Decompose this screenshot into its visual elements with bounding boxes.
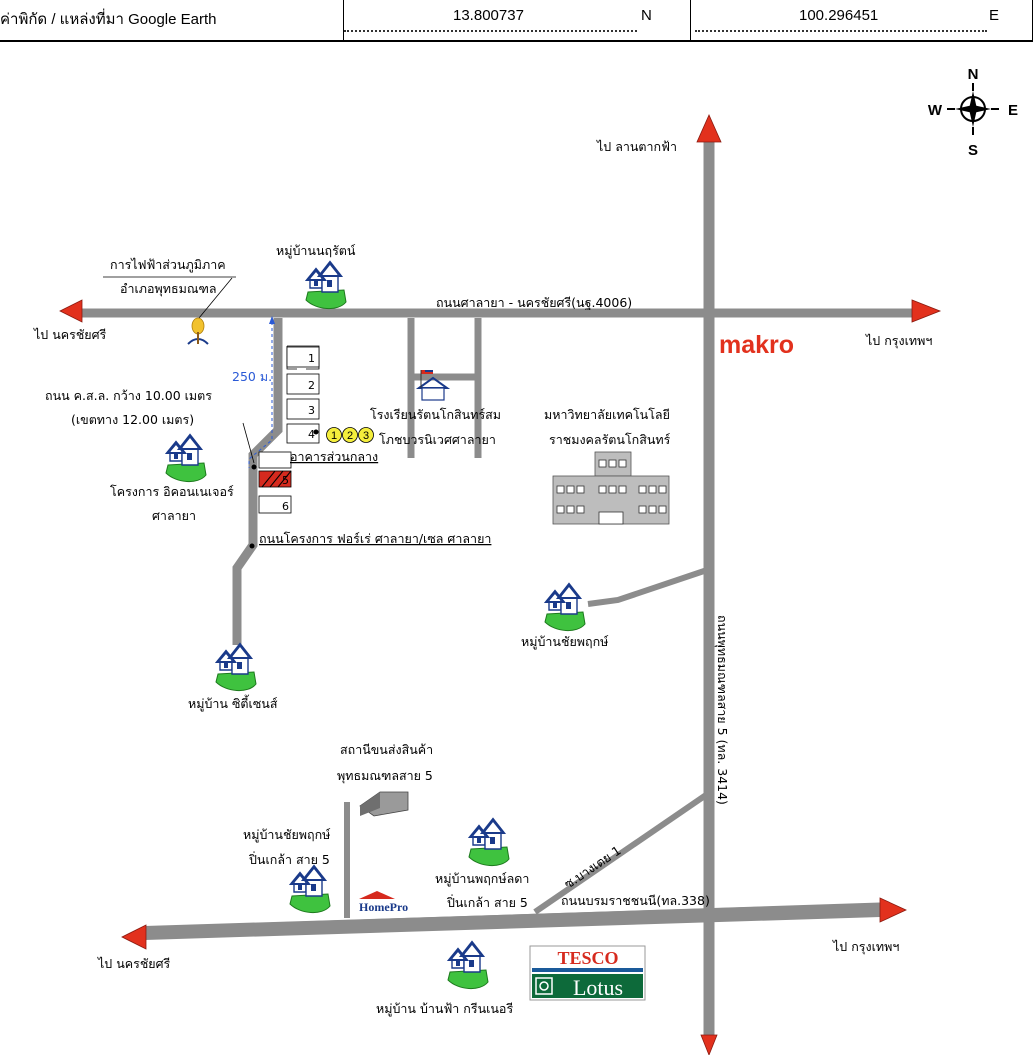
phrueklada-label-2: ปิ่นเกล้า สาย 5 bbox=[447, 894, 528, 910]
station-label-2: พุทธมณฑลสาย 5 bbox=[337, 768, 433, 784]
homepro-text: HomePro bbox=[359, 900, 408, 914]
school-label-2: โภชบวรนิเวศศาลายา bbox=[379, 432, 496, 447]
makro-logo: makro bbox=[719, 331, 794, 359]
road-label-ksl-2: (เขตทาง 12.00 เมตร) bbox=[71, 412, 194, 427]
house-icon bbox=[468, 818, 510, 867]
compass-west: W bbox=[928, 102, 943, 119]
pea-emblem-icon bbox=[187, 317, 209, 345]
school-label-1: โรงเรียนรัตนโกสินทร์สม bbox=[370, 407, 501, 422]
house-icon bbox=[305, 261, 347, 310]
latitude-cell: 13.800737 N bbox=[344, 0, 690, 40]
compass-rose-icon: N S W E bbox=[928, 66, 1018, 159]
direction-top-left: ไป นครชัยศรี bbox=[33, 327, 107, 342]
arrow-right-top-icon bbox=[911, 299, 942, 323]
central-building-label: อาคารส่วนกลาง bbox=[290, 449, 378, 464]
house-icon bbox=[165, 434, 207, 483]
marker-number: 1 bbox=[331, 430, 337, 442]
road-label-bottom: ถนนบรมราชชนนี(ทล.338) bbox=[561, 893, 710, 908]
banfa-green-label: หมู่บ้าน บ้านฟ้า กรีนเนอรี bbox=[376, 1001, 513, 1017]
house-icon bbox=[544, 583, 586, 632]
plot-hatch bbox=[261, 470, 292, 488]
arrow-right-bottom-icon bbox=[879, 897, 907, 923]
plot-number: 3 bbox=[308, 404, 315, 417]
leader-line bbox=[242, 422, 255, 464]
direction-arrows bbox=[59, 114, 942, 1055]
warehouse-icon bbox=[359, 791, 409, 817]
marker-number: 2 bbox=[347, 430, 353, 442]
house-icon bbox=[289, 865, 331, 914]
coordinate-header: ค่าพิกัด / แหล่งที่มา Google Earth 13.80… bbox=[0, 0, 1033, 42]
road-label-vertical: ถนนพุทธมณฑลสาย 5 (ทล. 3414) bbox=[714, 615, 730, 805]
distance-label: 250 ม. bbox=[232, 369, 272, 384]
road-network bbox=[75, 140, 915, 1040]
university-building-icon bbox=[552, 451, 670, 525]
coordinate-label: ค่าพิกัด / แหล่งที่มา Google Earth bbox=[0, 11, 217, 28]
homepro-logo: HomePro bbox=[359, 891, 408, 914]
compass-south: S bbox=[968, 142, 978, 159]
school-icon bbox=[415, 370, 451, 401]
latitude-direction: N bbox=[641, 7, 652, 24]
compass-east: E bbox=[1008, 102, 1018, 119]
station-label-1: สถานีขนส่งสินค้า bbox=[340, 742, 433, 757]
longitude-direction: E bbox=[989, 7, 1000, 24]
location-dot bbox=[313, 429, 319, 435]
chaiyaphruek-pk-label-1: หมู่บ้านชัยพฤกษ์ bbox=[243, 827, 331, 843]
phrueklada-label-1: หมู่บ้านพฤกษ์ลดา bbox=[435, 871, 529, 887]
arrow-up-icon bbox=[696, 114, 722, 143]
direction-bottom-left: ไป นครชัยศรี bbox=[97, 956, 171, 971]
university-label-1: มหาวิทยาลัยเทคโนโลยี bbox=[544, 407, 670, 422]
compass-north: N bbox=[968, 66, 979, 83]
icon-condo-label-1: โครงการ อิคอนเนเจอร์ bbox=[110, 484, 234, 499]
road-borommaratchachonnani bbox=[144, 903, 881, 940]
header-divider bbox=[343, 0, 344, 40]
direction-bottom-right: ไป กรุงเทพฯ bbox=[832, 939, 899, 955]
marker-number: 3 bbox=[363, 430, 369, 442]
tesco-text: TESCO bbox=[557, 948, 618, 968]
marker-group: 1 2 3 bbox=[326, 427, 374, 443]
leader-line bbox=[198, 277, 233, 319]
location-dot bbox=[251, 464, 257, 470]
tesco-lotus-logo: TESCO Lotus bbox=[529, 945, 646, 1001]
arrow-left-top-icon bbox=[59, 299, 83, 323]
location-dot bbox=[249, 543, 255, 549]
longitude-value: 100.296451 bbox=[799, 7, 879, 24]
arrow-left-bottom-icon bbox=[121, 924, 147, 950]
pea-label-1: การไฟฟ้าส่วนภูมิภาค bbox=[110, 257, 226, 273]
direction-top-right: ไป กรุงเทพฯ bbox=[865, 333, 932, 349]
village-citizen-label: หมู่บ้าน ซิตี้เซนส์ bbox=[188, 694, 278, 712]
pea-label-2: อำเภอพุทธมณฑล bbox=[120, 281, 217, 297]
plot-number: 4 bbox=[308, 428, 315, 441]
coordinate-label-cell: ค่าพิกัด / แหล่งที่มา Google Earth bbox=[0, 0, 343, 40]
distance-arrow-icon bbox=[269, 316, 275, 324]
latitude-dotline bbox=[344, 30, 637, 32]
icon-condo-label-2: ศาลายา bbox=[152, 508, 196, 523]
arrow-down-icon bbox=[700, 1034, 718, 1055]
road-label-ksl-1: ถนน ค.ส.ล. กว้าง 10.00 เมตร bbox=[45, 388, 212, 403]
house-icon bbox=[447, 941, 489, 990]
header-divider bbox=[690, 0, 691, 40]
direction-top: ไป ลานตากฟ้า bbox=[596, 139, 677, 154]
university-label-2: ราชมงคลรัตนโกสินทร์ bbox=[549, 432, 671, 447]
plot-number: 6 bbox=[282, 500, 289, 513]
longitude-dotline bbox=[695, 30, 987, 32]
road-label-project: ถนนโครงการ ฟอร์เร่ ศาลายา/เซล ศาลายา bbox=[259, 531, 491, 546]
house-icon bbox=[215, 643, 257, 692]
longitude-cell: 100.296451 E bbox=[691, 0, 1033, 40]
latitude-value: 13.800737 bbox=[453, 7, 524, 24]
plot-number: 1 bbox=[308, 352, 315, 365]
road-soi-bangtoei bbox=[533, 792, 708, 915]
road-ksl bbox=[232, 318, 283, 645]
road-chaiyaphruek bbox=[587, 567, 708, 607]
plot-number: 5 bbox=[282, 474, 289, 487]
plot-number: 2 bbox=[308, 379, 315, 392]
road-label-top: ถนนศาลายา - นครชัยศรี(นฐ.4006) bbox=[436, 295, 632, 310]
chaiyaphruek-pk-label-2: ปิ่นเกล้า สาย 5 bbox=[249, 851, 330, 867]
distance-line bbox=[248, 322, 273, 468]
village-nanthurat-label: หมู่บ้านนฤรัตน์ bbox=[276, 243, 356, 259]
village-chaiyaphruek-label: หมู่บ้านชัยพฤกษ์ bbox=[521, 634, 609, 650]
lotus-text: Lotus bbox=[573, 975, 623, 1000]
road-label-soi: ซ.บางเตย 1 bbox=[561, 843, 623, 892]
